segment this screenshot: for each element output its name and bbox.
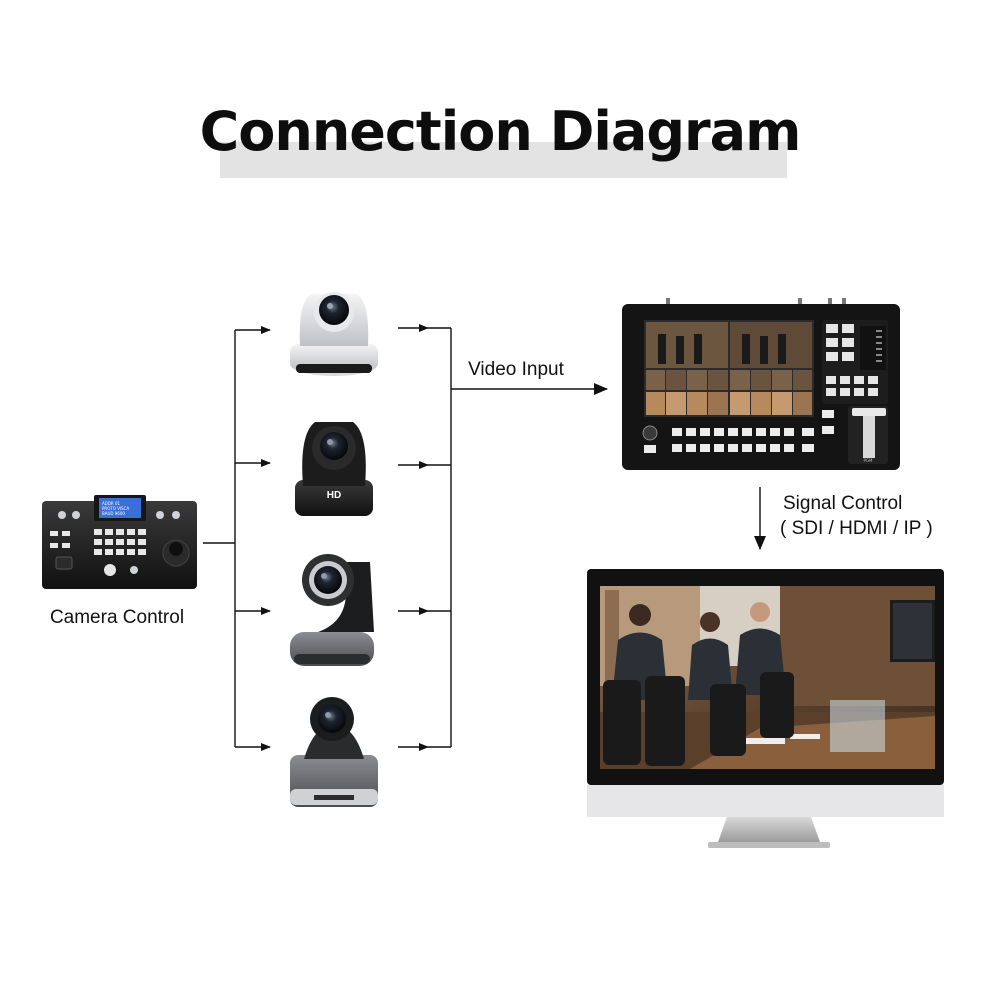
keyboard-screen-line: ADDR 01 (102, 501, 120, 506)
switcher-tbar: PGM (848, 406, 888, 464)
camera-control-label: Camera Control (50, 607, 184, 628)
conference-room-scene (600, 586, 935, 769)
monitor-base (708, 842, 830, 848)
title-highlight-bar (220, 142, 787, 178)
diagram-title: Connection Diagram (199, 100, 802, 163)
control-lines (203, 326, 271, 751)
monitor-stand (718, 817, 820, 842)
switcher-lower-buttons (642, 410, 834, 453)
keyboard-screen (99, 498, 141, 518)
keyboard-screen-line: BAUD 9600 (102, 511, 125, 516)
switcher-multiview (646, 322, 812, 415)
monitor (587, 569, 944, 848)
video-lines (398, 324, 766, 751)
switcher-button-panel (822, 320, 888, 404)
ptz-camera-silver (290, 292, 378, 376)
monitor-chin (587, 785, 944, 817)
ptz-camera-dome (290, 697, 378, 807)
video-switcher: PGM (622, 298, 900, 470)
ptz-camera-grey (290, 554, 374, 666)
camera-controller: ADDR 01 PROTO VISCA BAUD 9600 (42, 495, 197, 589)
video-input-label: Video Input (468, 359, 565, 380)
signal-control-label: Signal Control (783, 493, 902, 514)
ptz-camera-black: HD (295, 422, 373, 516)
signal-formats-label: ( SDI / HDMI / IP ) (780, 518, 933, 539)
hd-logo: HD (327, 490, 341, 501)
keyboard-screen-line: PROTO VISCA (102, 506, 129, 511)
tbar-label: PGM (864, 458, 874, 463)
